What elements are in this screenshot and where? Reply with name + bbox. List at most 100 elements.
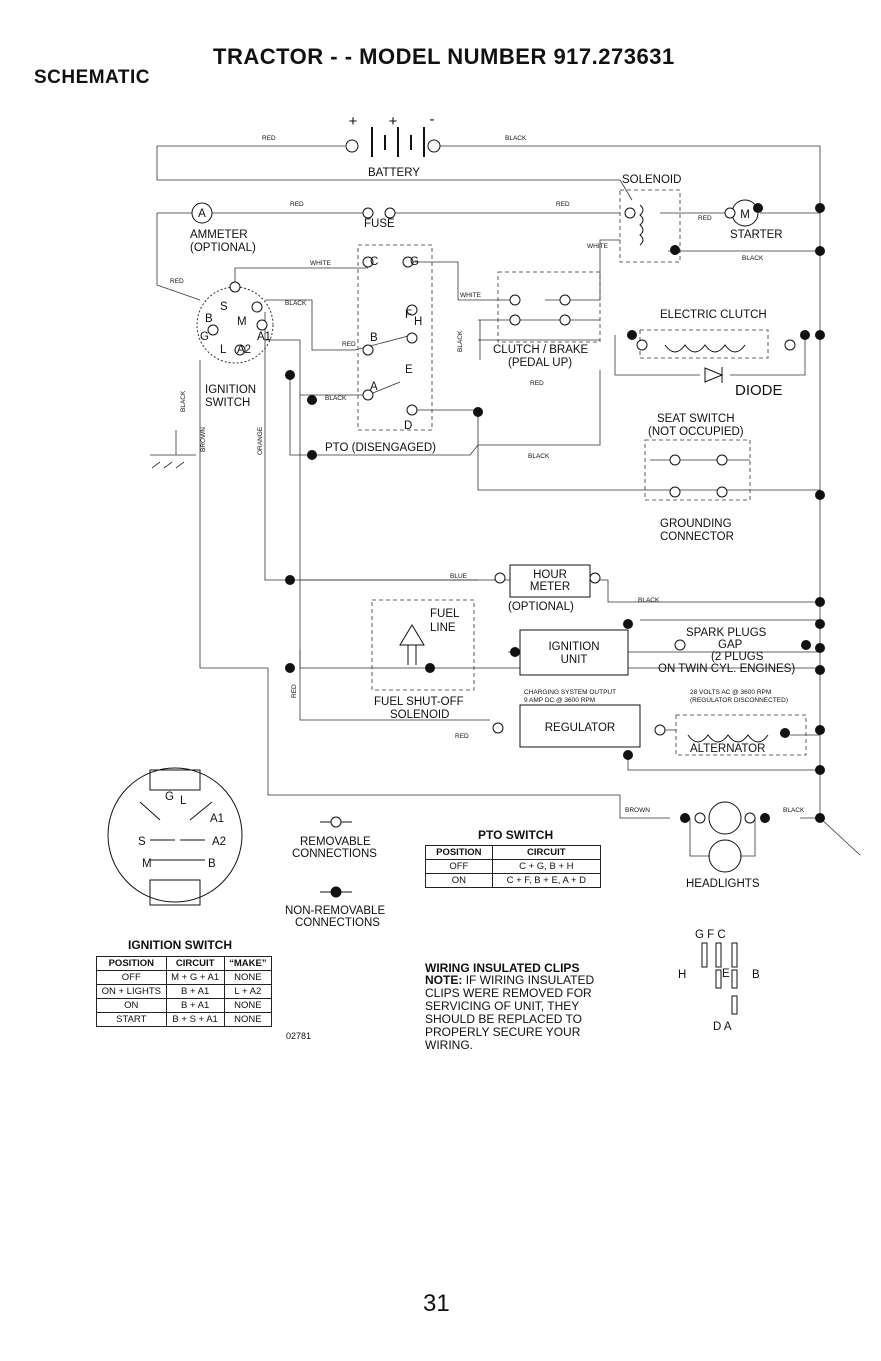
headlight-icon bbox=[708, 839, 742, 873]
table-cell: L + A2 bbox=[223, 984, 273, 999]
ignition-switch-face-icon bbox=[107, 767, 243, 906]
table-cell: M + G + A1 bbox=[165, 970, 225, 985]
table-cell: NONE bbox=[223, 1012, 273, 1027]
wire-black: BLACK bbox=[638, 597, 660, 604]
wire-black: BLACK bbox=[285, 300, 307, 307]
table-row: ON B + A1 NONE bbox=[96, 998, 273, 1013]
headlights-label: HEADLIGHTS bbox=[686, 878, 760, 890]
seat-switch-note: (NOT OCCUPIED) bbox=[648, 426, 744, 438]
ac-output-note: (REGULATOR DISCONNECTED) bbox=[690, 697, 788, 704]
wire-black: BLACK bbox=[505, 135, 527, 142]
page-subtitle: SCHEMATIC bbox=[34, 67, 151, 88]
table-cell: ON + LIGHTS bbox=[96, 984, 167, 999]
pto-pin-g: G bbox=[410, 256, 419, 268]
wire-black: BLACK bbox=[457, 330, 464, 352]
ignition-switch-label: IGNITION bbox=[205, 384, 256, 396]
hour-meter-note: (OPTIONAL) bbox=[508, 601, 574, 613]
ammeter-icon bbox=[191, 202, 213, 224]
table-header: “MAKE” bbox=[223, 956, 273, 971]
part-number: 02781 bbox=[286, 1031, 312, 1041]
table-cell: B + A1 bbox=[165, 984, 225, 999]
pto-table-caption: PTO SWITCH bbox=[478, 828, 554, 842]
table-header: CIRCUIT bbox=[491, 845, 602, 860]
clutch-brake-note: (PEDAL UP) bbox=[508, 357, 572, 369]
regulator-label: REGULATOR bbox=[545, 722, 616, 734]
pin-a1: A1 bbox=[257, 331, 271, 343]
table-cell: OFF bbox=[96, 970, 167, 985]
connector-pin-e: E bbox=[722, 968, 730, 980]
ignition-switch-table: POSITION CIRCUIT “MAKE” OFF M + G + A1 N… bbox=[96, 956, 273, 1027]
wire-red: RED bbox=[698, 215, 712, 222]
face-pin-s: S bbox=[138, 836, 146, 848]
pto-pin-e: E bbox=[405, 364, 413, 376]
wire-red: RED bbox=[262, 135, 276, 142]
table-cell: B + A1 bbox=[165, 998, 225, 1013]
ignition-switch-label-2: SWITCH bbox=[205, 397, 250, 409]
wire-red: RED bbox=[291, 684, 298, 698]
hour-meter-box bbox=[509, 564, 591, 598]
wire-white: WHITE bbox=[310, 260, 332, 267]
face-pin-l: L bbox=[180, 795, 187, 807]
table-row: START B + S + A1 NONE bbox=[96, 1012, 273, 1027]
starter-label: STARTER bbox=[730, 229, 783, 241]
pto-pin-b: B bbox=[370, 332, 378, 344]
ignition-switch-icon bbox=[196, 286, 274, 364]
table-cell: C + G, B + H bbox=[491, 859, 602, 874]
table-cell: C + F, B + E, A + D bbox=[491, 873, 602, 888]
pto-pin-a: A bbox=[370, 381, 378, 393]
clutch-brake-label: CLUTCH / BRAKE bbox=[493, 344, 589, 356]
legend-removable: REMOVABLE bbox=[300, 836, 371, 848]
face-pin-g: G bbox=[165, 791, 174, 803]
fuel-line-icon bbox=[399, 624, 425, 646]
ignition-unit-box bbox=[519, 629, 629, 676]
pto-connector-icon bbox=[701, 942, 738, 1015]
table-row: OFF M + G + A1 NONE bbox=[96, 970, 273, 985]
wire-red: RED bbox=[455, 733, 469, 740]
charging-output-value: 9 AMP DC @ 3600 RPM bbox=[524, 697, 595, 704]
fuel-line-label: FUEL bbox=[430, 608, 460, 620]
table-cell: OFF bbox=[425, 859, 493, 874]
pto-pin-h: H bbox=[414, 316, 422, 328]
table-cell: ON bbox=[425, 873, 493, 888]
wire-red: RED bbox=[530, 380, 544, 387]
pin-a2: A2 bbox=[237, 344, 251, 356]
pto-switch-table: POSITION CIRCUIT OFF C + G, B + H ON C +… bbox=[425, 845, 602, 888]
wire-red: RED bbox=[342, 341, 356, 348]
pin-b: B bbox=[205, 313, 213, 325]
spark-plugs-gap: GAP bbox=[718, 639, 743, 651]
pto-pin-c: C bbox=[370, 256, 378, 268]
table-cell: NONE bbox=[223, 970, 273, 985]
table-cell: B + S + A1 bbox=[165, 1012, 225, 1027]
regulator-box bbox=[519, 704, 641, 748]
wire-black: BLACK bbox=[528, 453, 550, 460]
hour-meter-label: HOUR bbox=[533, 569, 567, 581]
face-pin-m: M bbox=[142, 858, 152, 870]
ignition-unit-label-2: UNIT bbox=[561, 654, 588, 666]
table-row: ON C + F, B + E, A + D bbox=[425, 873, 602, 888]
alternator-label: ALTERNATOR bbox=[690, 743, 765, 755]
solenoid-coil-icon bbox=[639, 204, 644, 246]
spark-plugs-label: SPARK PLUGS bbox=[686, 627, 767, 639]
wire-blue: BLUE bbox=[450, 573, 468, 580]
clutch-coil-icon bbox=[664, 344, 746, 353]
wire-black: BLACK bbox=[180, 390, 187, 412]
connector-top-pins: G F C bbox=[695, 929, 726, 941]
fuel-solenoid-label: FUEL SHUT-OFF bbox=[374, 696, 464, 708]
legend-removable-2: CONNECTIONS bbox=[292, 848, 377, 860]
seat-switch-label: SEAT SWITCH bbox=[657, 413, 735, 425]
fuel-line-label-2: LINE bbox=[430, 622, 456, 634]
table-cell: ON bbox=[96, 998, 167, 1013]
wire-black: BLACK bbox=[325, 395, 347, 402]
table-header: CIRCUIT bbox=[165, 956, 225, 971]
ac-output-label: 28 VOLTS AC @ 3600 RPM bbox=[690, 689, 771, 696]
pin-l: L bbox=[220, 344, 227, 356]
legend-non-removable-2: CONNECTIONS bbox=[295, 917, 380, 929]
grounding-connector-label: GROUNDING bbox=[660, 518, 732, 530]
wire-white: WHITE bbox=[460, 292, 482, 299]
wire-white: WHITE bbox=[587, 243, 609, 250]
connector-pin-b: B bbox=[752, 969, 760, 981]
battery-plus: + bbox=[389, 113, 398, 130]
table-header: POSITION bbox=[96, 956, 167, 971]
pto-pin-f: F bbox=[405, 309, 412, 321]
wire-brown: BROWN bbox=[625, 807, 650, 814]
